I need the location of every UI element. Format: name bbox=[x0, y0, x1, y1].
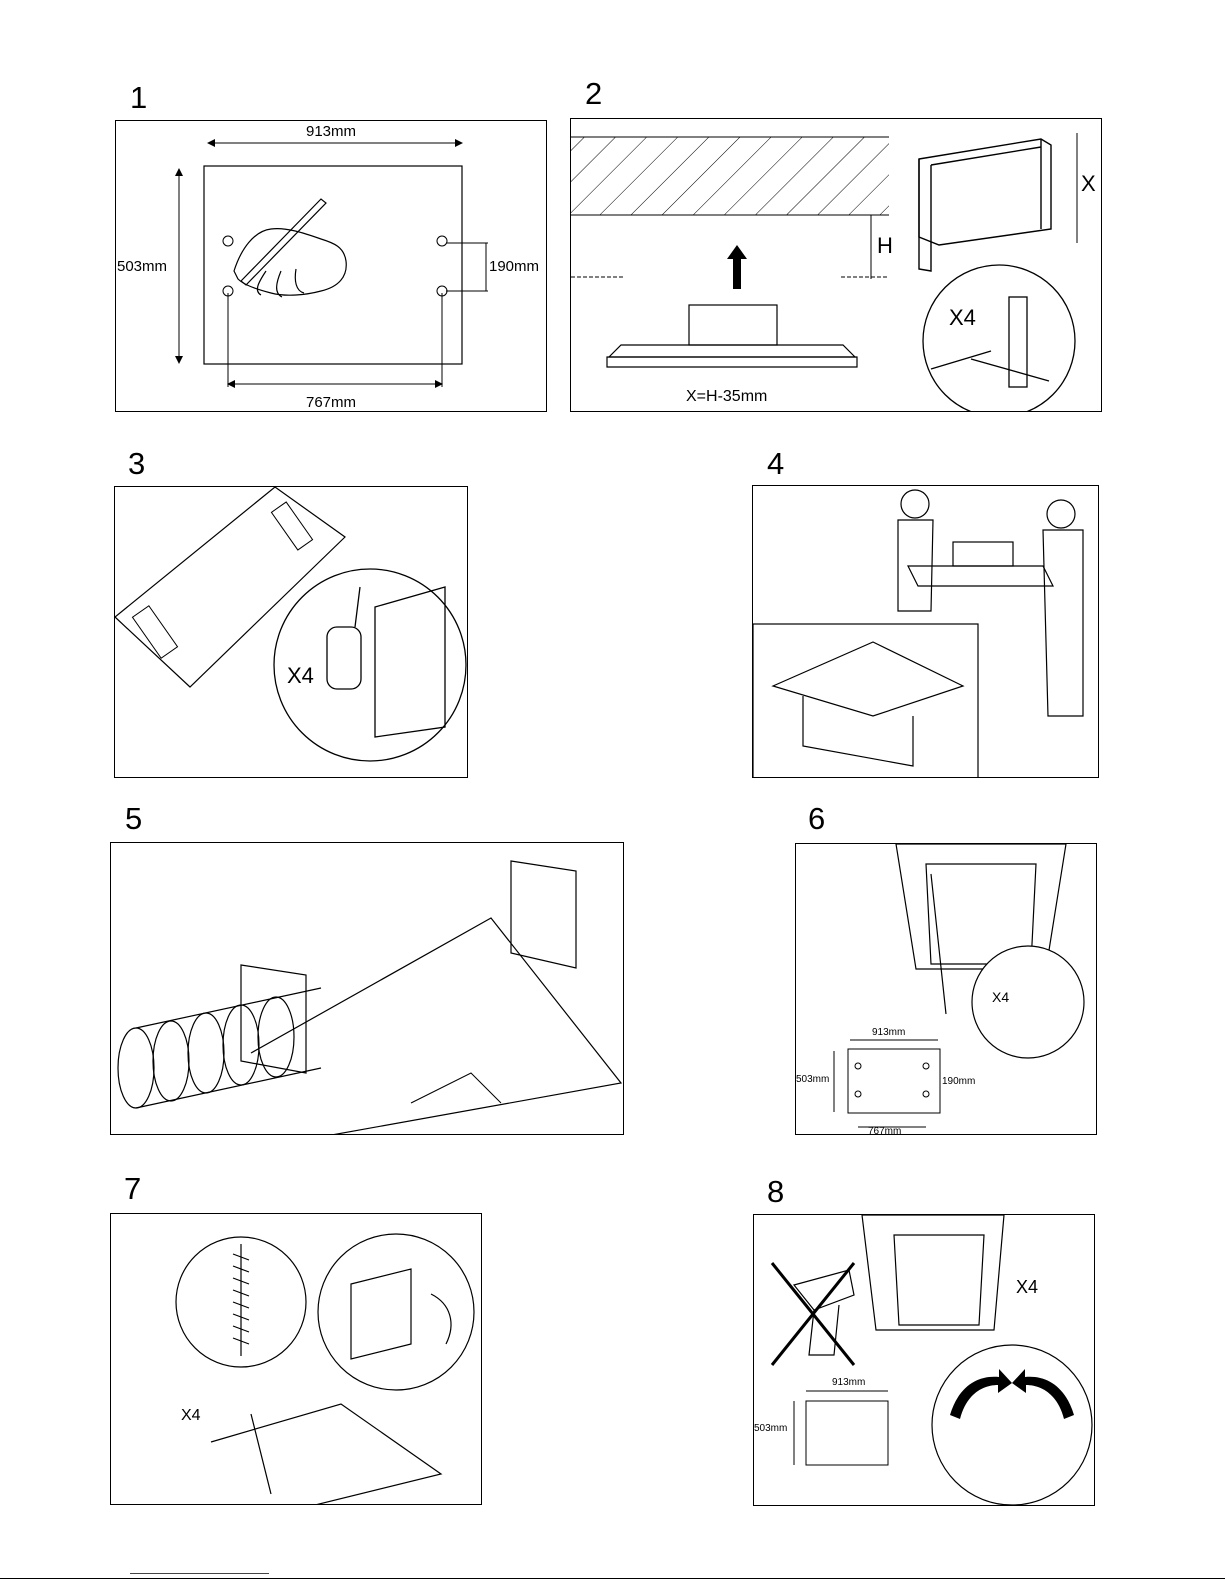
dim-label-height: 503mm bbox=[117, 258, 167, 275]
dim-label-width: 913mm bbox=[832, 1377, 865, 1388]
step-4-panel bbox=[752, 485, 1099, 778]
step-5-panel bbox=[110, 842, 624, 1135]
person-left bbox=[898, 490, 933, 611]
step-6-panel: X4 913mm 503mm 190mm 767mm bbox=[795, 843, 1097, 1135]
count-label: X4 bbox=[1016, 1277, 1038, 1297]
ceiling-bracket-illustration: H X=H-35mm X X4 bbox=[571, 119, 1102, 412]
dim-label-height: 503mm bbox=[754, 1423, 787, 1434]
lifting-illustration bbox=[753, 486, 1099, 778]
step-3-panel: X4 bbox=[114, 486, 468, 778]
final-mounting-illustration: X4 913mm 503mm bbox=[754, 1215, 1095, 1506]
hood-being-lifted bbox=[908, 542, 1053, 586]
detail-circle bbox=[972, 946, 1084, 1058]
ceiling-slab bbox=[571, 137, 889, 215]
detail-circle-clip bbox=[318, 1234, 474, 1390]
step-1-panel: 913mm 503mm 190mm 767mm bbox=[115, 120, 547, 412]
hanging-hood-illustration: X4 913mm 503mm 190mm 767mm bbox=[796, 844, 1097, 1135]
power-drill-icon bbox=[794, 1270, 854, 1355]
dim-label-hole-span: 767mm bbox=[306, 394, 356, 411]
dim-label-hole-gap: 190mm bbox=[489, 258, 539, 275]
inset-detail bbox=[753, 624, 978, 778]
step-number-3: 3 bbox=[128, 448, 145, 479]
template-marking-illustration: 913mm 503mm 190mm 767mm bbox=[116, 121, 547, 412]
bracket-symbol: X bbox=[1081, 171, 1096, 196]
template-sheet bbox=[204, 166, 462, 364]
step-number-4: 4 bbox=[767, 448, 784, 479]
height-symbol: H bbox=[877, 233, 893, 258]
detail-circle bbox=[923, 265, 1075, 412]
flexible-duct bbox=[118, 988, 321, 1108]
attach-bracket-illustration: X4 bbox=[115, 487, 468, 778]
detail-circle bbox=[932, 1345, 1092, 1505]
count-label: X4 bbox=[287, 663, 314, 688]
step-number-8: 8 bbox=[767, 1176, 784, 1207]
mounting-bracket bbox=[919, 139, 1051, 271]
prohibited-cross-icon bbox=[772, 1263, 854, 1365]
duct-connection-illustration bbox=[111, 843, 624, 1135]
step-8-panel: X4 913mm 503mm bbox=[753, 1214, 1095, 1506]
hood-unit bbox=[607, 305, 857, 367]
arrow-up-icon bbox=[727, 245, 747, 289]
dim-label-width: 913mm bbox=[306, 123, 356, 140]
step-number-2: 2 bbox=[585, 78, 602, 109]
step-2-panel: H X=H-35mm X X4 bbox=[570, 118, 1102, 412]
bracket-left bbox=[241, 965, 306, 1073]
count-label: X4 bbox=[949, 305, 976, 330]
step-number-6: 6 bbox=[808, 803, 825, 834]
person-right bbox=[1043, 500, 1083, 716]
count-label: X4 bbox=[181, 1407, 201, 1424]
dim-label-hole-gap: 190mm bbox=[942, 1076, 975, 1087]
screw-fixing-illustration: X4 bbox=[111, 1214, 482, 1505]
dim-label-width: 913mm bbox=[872, 1027, 905, 1038]
bracket-right bbox=[511, 861, 576, 968]
step-number-1: 1 bbox=[130, 82, 147, 113]
step-number-5: 5 bbox=[125, 803, 142, 834]
dim-label-height: 503mm bbox=[796, 1074, 829, 1085]
dim-label-hole-span: 767mm bbox=[868, 1126, 901, 1135]
step-number-7: 7 bbox=[124, 1173, 141, 1204]
footer-link-underline bbox=[130, 1573, 269, 1574]
footer-rule bbox=[0, 1578, 1225, 1579]
hood-body bbox=[862, 1215, 1004, 1330]
step-7-panel: X4 bbox=[110, 1213, 482, 1505]
hood-corner bbox=[211, 1404, 441, 1505]
count-label: X4 bbox=[992, 989, 1009, 1005]
formula-label: X=H-35mm bbox=[686, 388, 767, 405]
